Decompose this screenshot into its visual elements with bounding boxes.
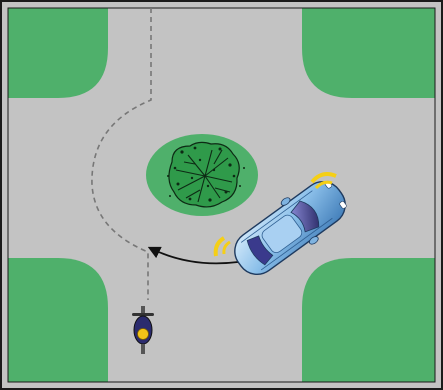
grass-corner-top-right <box>302 8 435 98</box>
grass-corner-top-left <box>8 8 108 98</box>
grass-corner-bottom-left <box>8 258 108 382</box>
grass-corner-bottom-right <box>302 258 435 382</box>
